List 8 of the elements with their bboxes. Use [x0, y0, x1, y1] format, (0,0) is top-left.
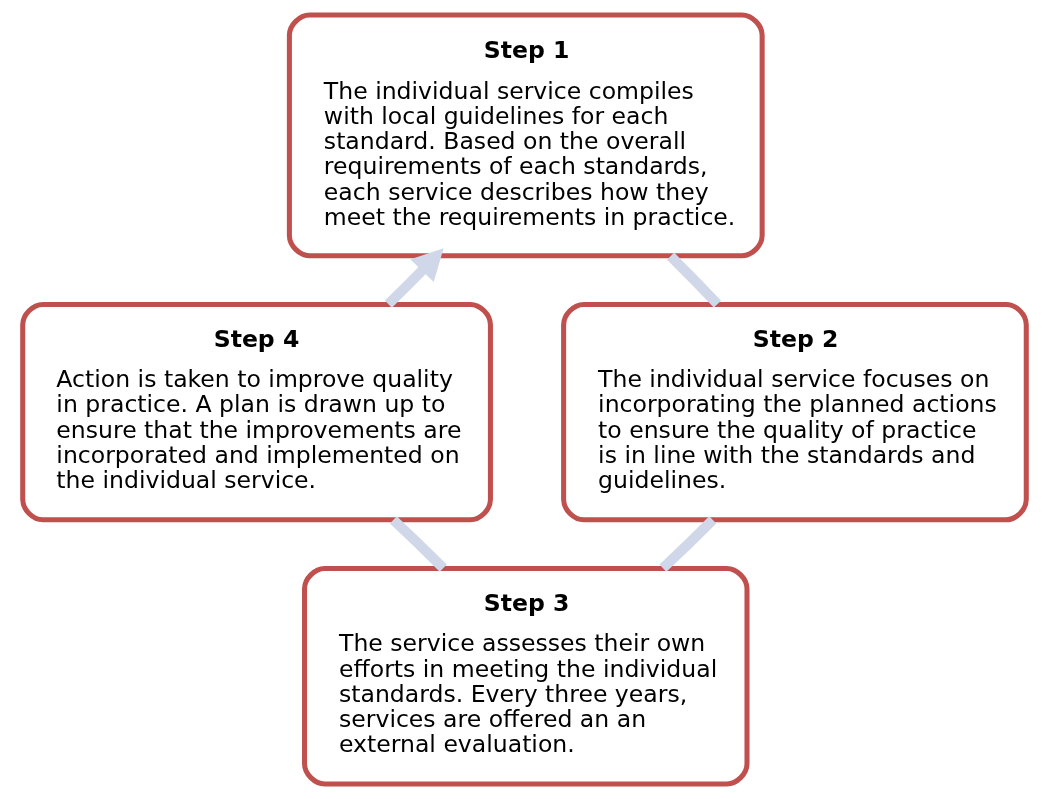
node-box: Step 3 The service assesses their own efforts in meeting the individual standards. Every three years, services are offered an an external evaluation. [302, 566, 750, 787]
arrow [384, 248, 444, 308]
node-box: Step 2 The individual service focuses on incorporating the planned actions to ensure the quality of practice is in line with the standards and guidelines. [561, 301, 1029, 523]
node-box: Step 1 The individual service compiles with local guidelines for each standard. Based on the overall requirements of each standards, each service describes how they meet the requirements in practice. [286, 12, 765, 259]
node-box: Step 4 Action is taken to improve quality in practice. A plan is drawn up to ensure that the improvements are incorporated and implemented on the individual service. [20, 301, 493, 523]
connector [659, 516, 717, 572]
connector [389, 516, 447, 572]
connector [667, 252, 722, 308]
